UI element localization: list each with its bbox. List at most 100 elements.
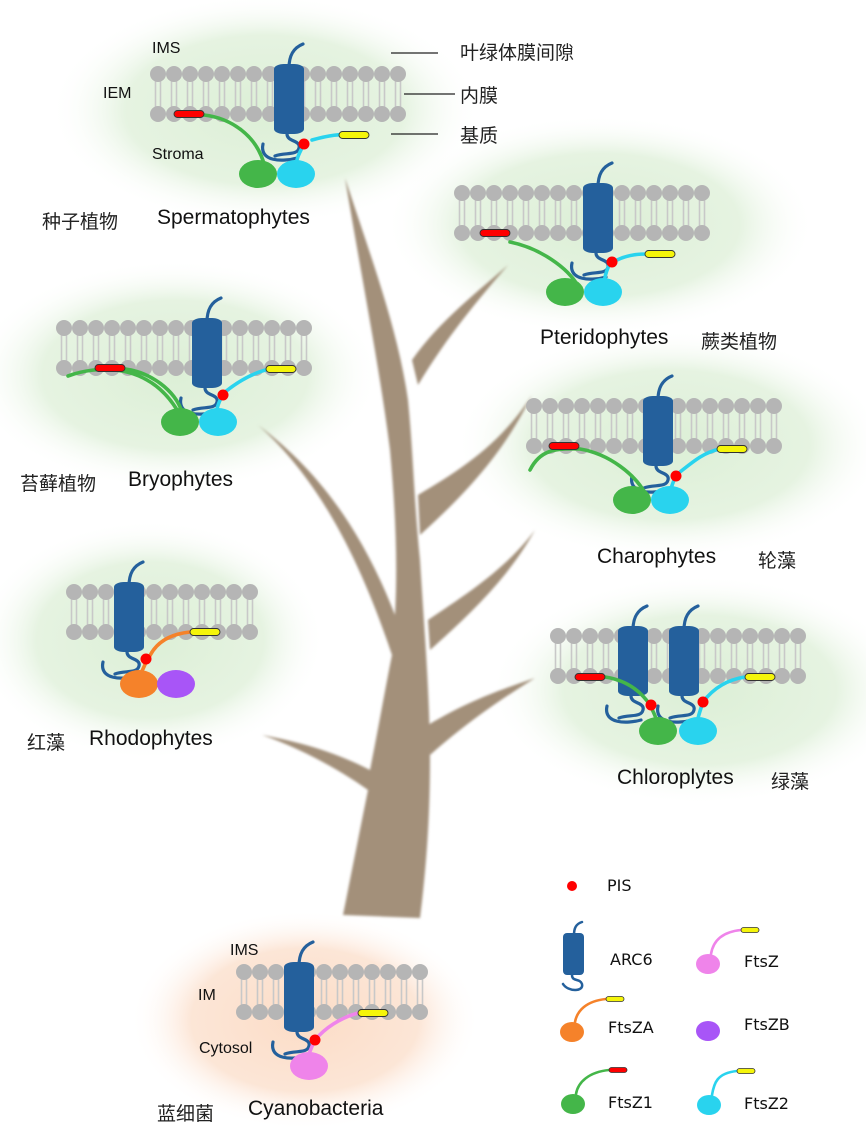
- arc6-c-terminus: [261, 132, 301, 162]
- title-rhodophytes-en: Rhodophytes: [89, 727, 213, 750]
- lipid-head: [412, 964, 428, 980]
- ftsz1-c-terminal-red: [574, 673, 606, 681]
- ftsz1-c-terminal-red: [173, 110, 205, 118]
- legend-ftsz-icon: [696, 927, 760, 974]
- tree-branch-right-low: [428, 678, 535, 755]
- ftsza-c-terminal-yellow: [189, 628, 221, 636]
- pis-dot: [670, 470, 682, 482]
- lipid-head: [396, 1004, 412, 1020]
- legend-ftsz2-icon: [697, 1068, 756, 1115]
- panel-pteridophytes: [454, 161, 710, 306]
- lipid-head: [316, 1004, 332, 1020]
- lipid-head: [766, 398, 782, 414]
- ftsz1-c-terminal-red: [479, 229, 511, 237]
- arc6-protein: [605, 604, 649, 724]
- arc6-transmembrane: [618, 626, 648, 696]
- lipid-head: [232, 320, 248, 336]
- title-pteridophytes-en: Pteridophytes: [540, 326, 669, 349]
- legend-label-pis: PIS: [607, 876, 632, 895]
- lipid-head: [182, 66, 198, 82]
- lipid-head: [214, 66, 230, 82]
- lipid-head: [246, 106, 262, 122]
- legend-ftsz1-icon: [561, 1067, 628, 1114]
- label-iem: IEM: [103, 85, 132, 102]
- legend-ftsza-linker: [573, 997, 608, 1024]
- arc6-transmembrane: [192, 318, 222, 388]
- lipid-head: [332, 964, 348, 980]
- arc6-protein: [656, 604, 700, 724]
- ftsz2-c-terminal-yellow: [265, 365, 297, 373]
- ftsz1-c-terminal-red: [548, 442, 580, 450]
- arc6-protein: [261, 42, 305, 162]
- panel-charophytes: [526, 374, 782, 514]
- lipid-head: [66, 624, 82, 640]
- lipid-head: [120, 320, 136, 336]
- legend-label-ftsz2: FtsZ2: [744, 1094, 789, 1113]
- ftsz2-globular-domain: [199, 408, 237, 436]
- legend-ftsz1-c-terminal: [608, 1067, 628, 1073]
- legend: [560, 881, 760, 1115]
- lipid-head: [606, 398, 622, 414]
- arc6-transmembrane: [583, 183, 613, 253]
- ftsz1-globular-domain: [239, 160, 277, 188]
- lipid-head: [332, 1004, 348, 1020]
- panel-chloroplytes: [550, 604, 806, 745]
- lipid-head: [622, 398, 638, 414]
- lipid-head: [150, 66, 166, 82]
- lipid-head: [82, 584, 98, 600]
- legend-ftsz1-domain: [561, 1094, 585, 1114]
- arc6-transmembrane: [284, 962, 314, 1032]
- lipid-head: [230, 106, 246, 122]
- lipid-head: [758, 628, 774, 644]
- tree-branch-charophytes: [418, 395, 532, 535]
- lipid-head: [342, 66, 358, 82]
- panel-cyanobacteria: [236, 940, 428, 1080]
- lipid-head: [590, 438, 606, 454]
- lipid-head: [230, 66, 246, 82]
- lipid-head: [56, 360, 72, 376]
- lipid-head: [226, 584, 242, 600]
- title-spermatophytes-en: Spermatophytes: [157, 206, 310, 229]
- ftsz2-globular-domain: [277, 160, 315, 188]
- lipid-head: [88, 320, 104, 336]
- lipid-head: [734, 398, 750, 414]
- legend-ftsz-linker: [709, 928, 743, 956]
- lipid-head: [236, 964, 252, 980]
- ftsz1: [528, 446, 651, 514]
- lipid-head: [622, 438, 638, 454]
- ftsz-globular-domain: [290, 1052, 328, 1080]
- annotation-stroma-cn: 基质: [460, 125, 499, 147]
- title-charophytes-en: Charophytes: [597, 545, 717, 568]
- lipid-head: [226, 624, 242, 640]
- ftsz1-linker: [202, 113, 267, 170]
- lipid-head: [542, 398, 558, 414]
- arc6-transmembrane: [643, 396, 673, 466]
- lipid-head: [194, 584, 210, 600]
- lipid-head: [454, 225, 470, 241]
- lipid-head: [790, 628, 806, 644]
- title-bryophytes-en: Bryophytes: [128, 468, 234, 491]
- title-bryophytes-cn: 苔藓植物: [20, 473, 97, 495]
- arc6-transmembrane: [114, 582, 144, 652]
- label-cyano-ims: IMS: [230, 942, 259, 959]
- lipid-head: [558, 398, 574, 414]
- legend-arc6-body: [563, 933, 584, 975]
- ftsz2-c-terminal-yellow: [338, 131, 370, 139]
- lipid-head: [662, 185, 678, 201]
- lipid-head: [342, 106, 358, 122]
- lipid-head: [454, 185, 470, 201]
- pis-dot: [309, 1034, 321, 1046]
- pis-dot: [697, 696, 709, 708]
- lipid-head: [694, 225, 710, 241]
- lipid-head: [252, 964, 268, 980]
- legend-pis-dot: [567, 881, 577, 891]
- arc6-transmembrane: [274, 64, 304, 134]
- lipid-head: [534, 185, 550, 201]
- legend-label-ftsz: FtsZ: [744, 952, 779, 971]
- lipid-head: [296, 320, 312, 336]
- arc6-transmembrane: [669, 626, 699, 696]
- lipid-head: [670, 438, 686, 454]
- legend-ftsz2-c-terminal: [736, 1068, 756, 1074]
